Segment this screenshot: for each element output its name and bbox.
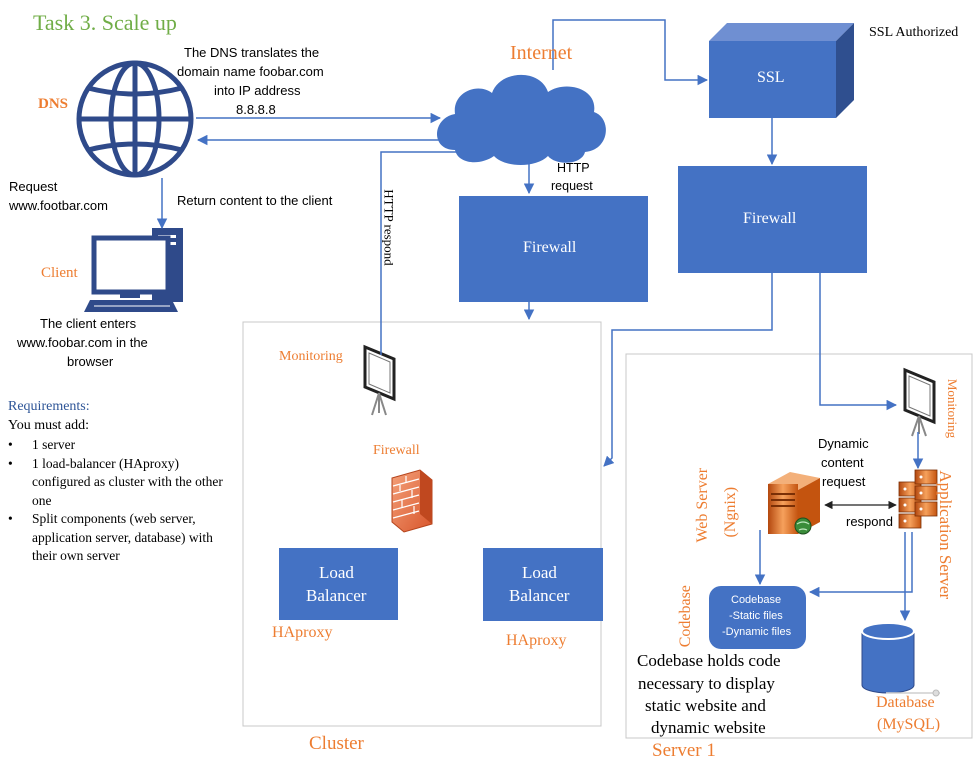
- web-server-line-1: Web Server: [694, 467, 712, 543]
- codebase-side-label: Codebase: [676, 585, 694, 648]
- connectors: [156, 19, 924, 622]
- client-request-line-2: www.footbar.com: [9, 198, 108, 213]
- codebase-box-line-2: -Static files: [729, 610, 783, 622]
- database-cylinder-icon: [861, 622, 940, 697]
- dynamic-request-line-3: request: [822, 474, 866, 489]
- load-balancer-1-line-2: Balancer: [306, 586, 367, 605]
- desktop-computer-icon: [84, 228, 183, 312]
- cluster-firewall-label: Firewall: [373, 443, 420, 458]
- ssl-label: SSL: [757, 69, 785, 86]
- cluster-frame: [242, 321, 602, 727]
- codebase-note-line-2: necessary to display: [638, 674, 775, 693]
- dns-note-line-1: The DNS translates the: [184, 45, 320, 60]
- client-request-line-1: Request: [9, 179, 58, 194]
- requirements-heading: Requirements:: [8, 399, 90, 414]
- dynamic-request-line-2: content: [821, 455, 864, 470]
- codebase-box: [709, 586, 806, 649]
- codebase-note-line-4: dynamic website: [651, 718, 766, 737]
- requirement-item: Split components (web server, applicatio…: [8, 510, 232, 566]
- load-balancer-1-line-1: Load: [319, 563, 354, 582]
- arrow-internet-to-ssl: [552, 19, 709, 86]
- arrow-firewall-to-cluster-side: [603, 273, 773, 467]
- client-enters-line-3: browser: [67, 354, 114, 369]
- server-icon: [768, 472, 820, 535]
- http-request-line-1: HTTP: [557, 161, 590, 175]
- load-balancer-2-line-1: Load: [522, 563, 557, 582]
- cluster-monitoring-label: Monitoring: [279, 349, 343, 364]
- internet-label: Internet: [510, 42, 573, 64]
- haproxy-2-label: HAproxy: [506, 632, 567, 649]
- haproxy-1-label: HAproxy: [272, 624, 333, 641]
- requirement-item: 1 server: [8, 436, 232, 455]
- return-content-label: Return content to the client: [177, 193, 333, 208]
- server-monitoring-label: Monitoring: [945, 378, 961, 439]
- codebase-box-line-3: -Dynamic files: [722, 626, 792, 638]
- respond-label: respond: [846, 514, 893, 529]
- http-request-line-2: request: [551, 179, 593, 193]
- database-line-1: Database: [876, 694, 935, 711]
- arrow-http-respond: [380, 146, 490, 355]
- arrow-firewall-to-server-monitoring: [819, 273, 898, 411]
- brick-wall-icon: [391, 469, 433, 533]
- load-balancer-2-line-2: Balancer: [509, 586, 570, 605]
- cloud-icon: [436, 74, 606, 165]
- requirements-intro: You must add:: [8, 418, 90, 433]
- firewall-ssl-box: [678, 166, 867, 273]
- page-title: Task 3. Scale up: [33, 10, 177, 35]
- firewall-main-label: Firewall: [523, 239, 577, 256]
- dns-note-line-3: into IP address: [214, 83, 301, 98]
- arrow-app-to-codebase: [808, 532, 913, 598]
- server-stack-icon: [898, 469, 938, 529]
- client-enters-line-1: The client enters: [40, 316, 137, 331]
- codebase-box-line-1: Codebase: [731, 594, 782, 606]
- http-respond-label: HTTP respond: [381, 189, 397, 266]
- ssl-authorized-note: SSL Authorized: [869, 25, 959, 40]
- globe-icon: [76, 60, 194, 178]
- firewall-ssl-label: Firewall: [743, 210, 797, 227]
- dynamic-request-line-1: Dynamic: [818, 436, 869, 451]
- load-balancer-1-box: [279, 548, 398, 620]
- projector-screen-icon: [363, 344, 396, 416]
- cluster-label: Cluster: [309, 733, 364, 754]
- client-enters-line-2: www.foobar.com in the: [17, 335, 148, 350]
- requirement-item: 1 load-balancer (HAproxy) configured as …: [8, 455, 232, 511]
- projector-screen-icon: [903, 367, 936, 437]
- load-balancer-2-box: [483, 548, 603, 621]
- database-line-2: (MySQL): [877, 716, 941, 733]
- dns-note-line-2: domain name foobar.com: [177, 64, 324, 79]
- application-server-label: Application Server: [936, 470, 956, 600]
- firewall-main-box: [459, 196, 648, 302]
- codebase-note-line-3: static website and: [645, 696, 766, 715]
- cube-icon: [709, 23, 854, 118]
- web-server-line-2: (Ngnix): [722, 486, 740, 538]
- server-frame: [625, 353, 973, 739]
- dns-label: DNS: [38, 96, 69, 112]
- codebase-note-line-1: Codebase holds code: [637, 651, 781, 670]
- server-label: Server 1: [652, 740, 716, 761]
- client-label: Client: [41, 265, 78, 281]
- requirements-list: 1 server 1 load-balancer (HAproxy) confi…: [8, 436, 232, 566]
- dns-note-line-4: 8.8.8.8: [236, 102, 276, 117]
